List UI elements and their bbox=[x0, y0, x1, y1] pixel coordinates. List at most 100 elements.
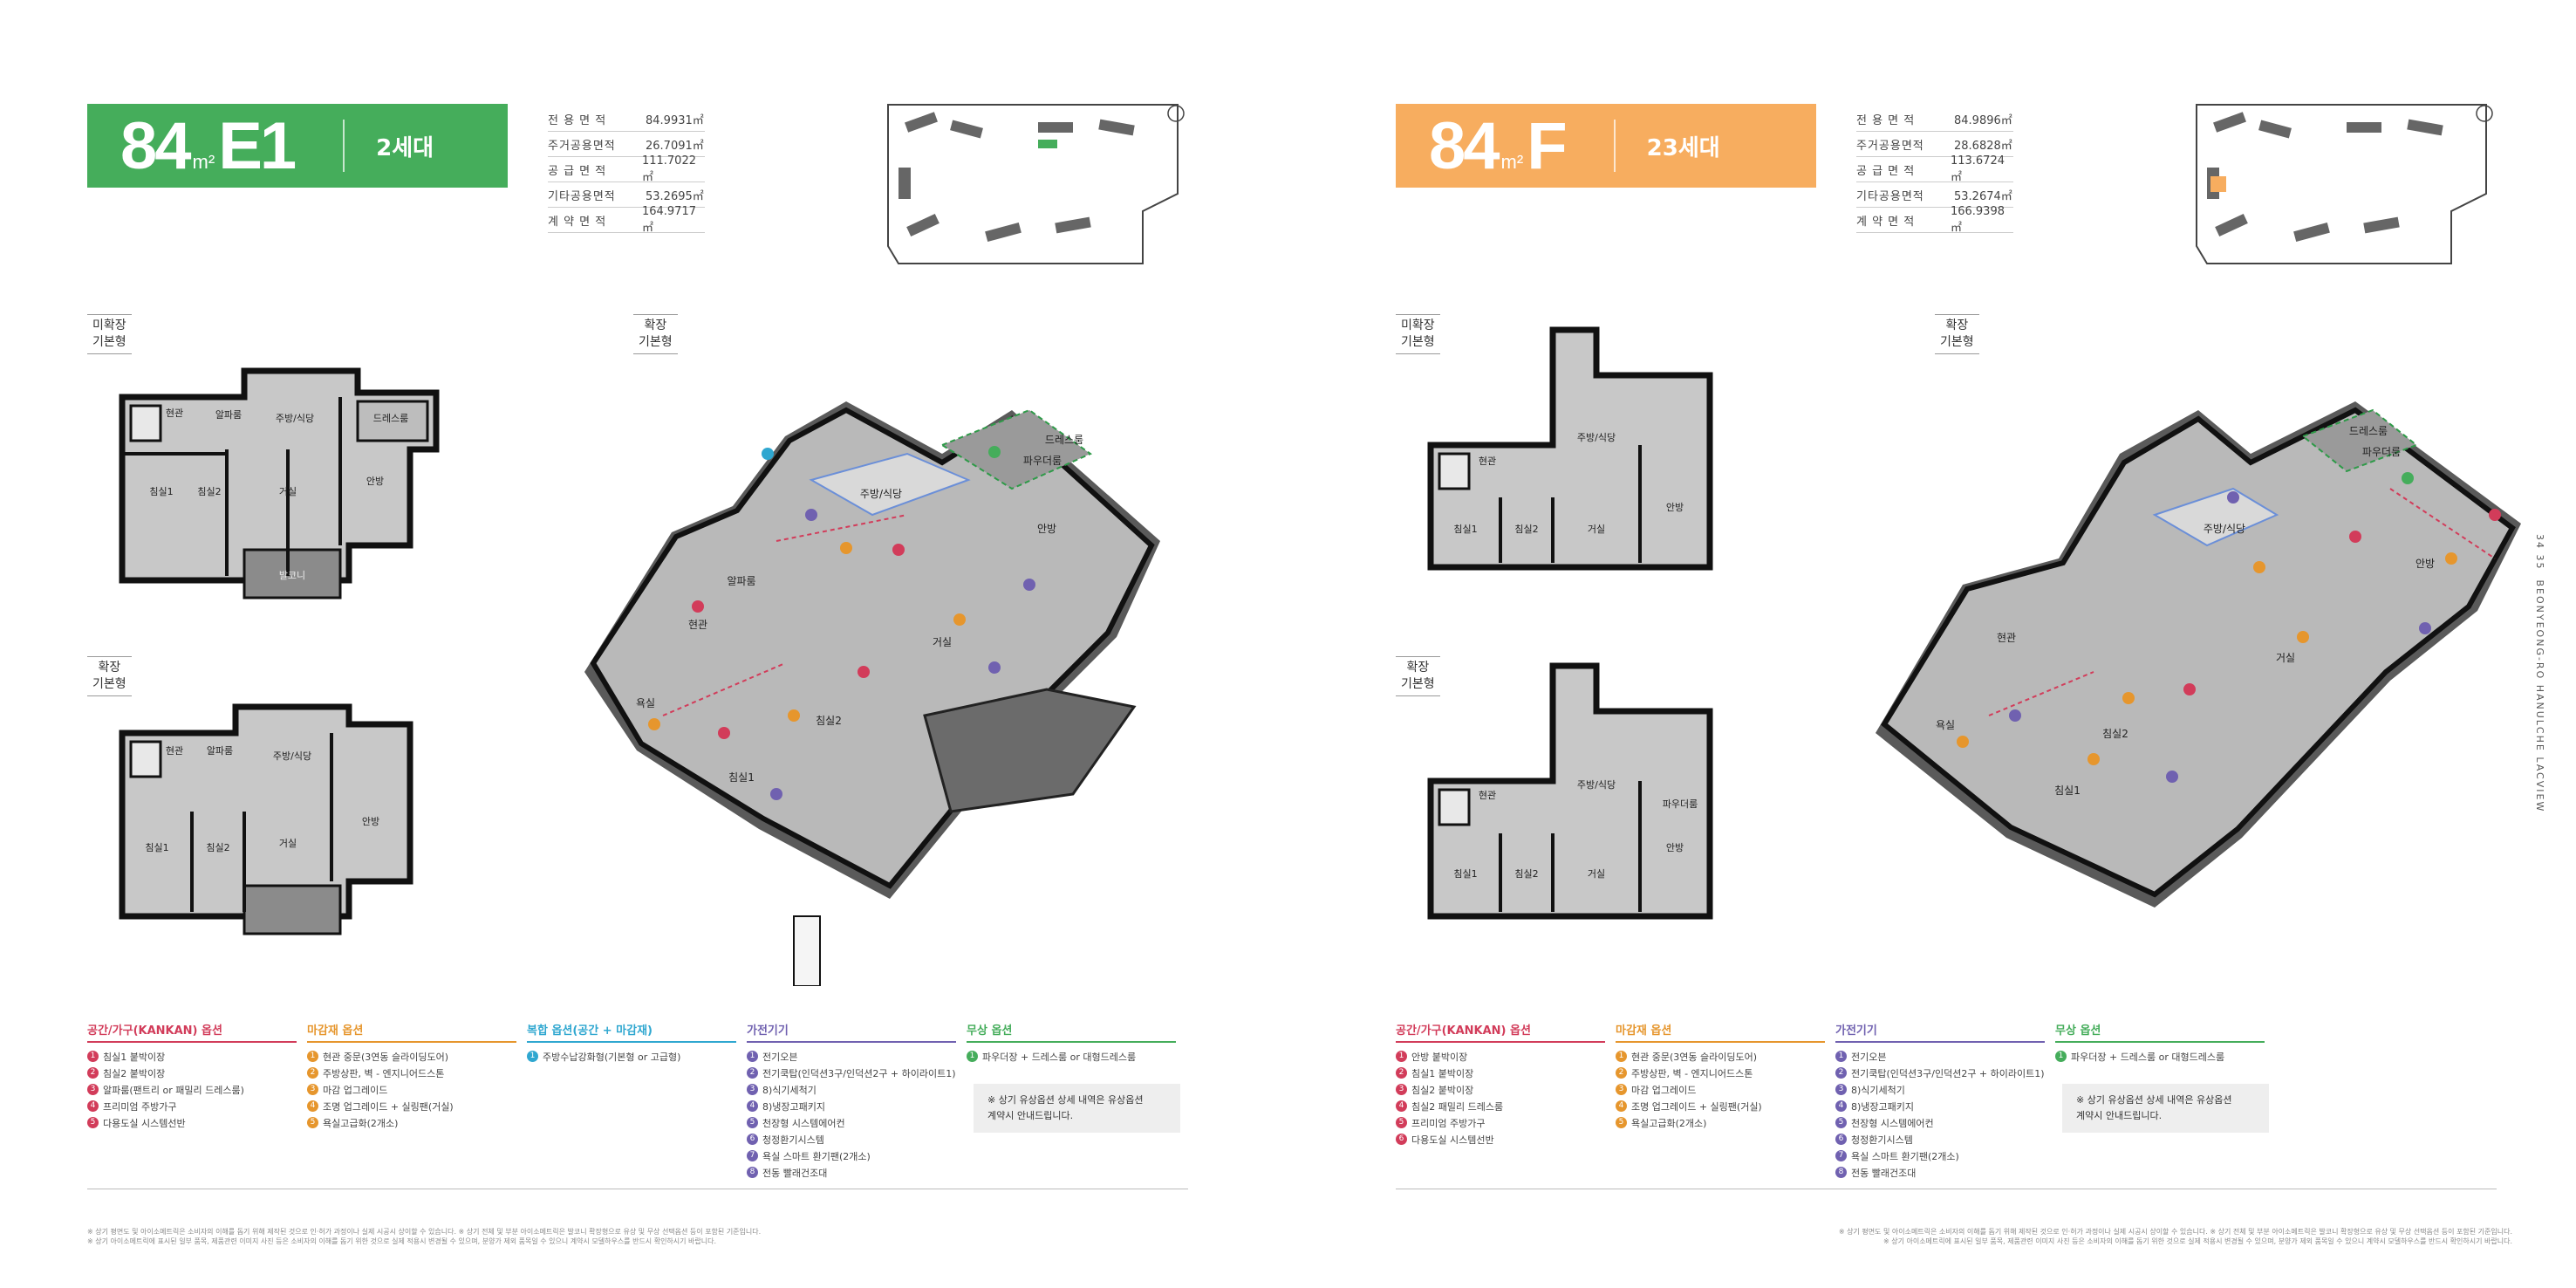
number-badge-icon: 8 bbox=[1835, 1167, 1847, 1178]
number-badge-icon: 5 bbox=[1835, 1117, 1847, 1128]
option-heading: 무상 옵션 bbox=[967, 1021, 1176, 1043]
number-badge-icon: 1 bbox=[2055, 1051, 2067, 1062]
number-badge-icon: 3 bbox=[307, 1084, 318, 1095]
number-badge-icon: 1 bbox=[87, 1051, 99, 1062]
households-f: 23세대 bbox=[1646, 134, 1720, 161]
room-label: 침실2 bbox=[206, 842, 229, 853]
room-label: 침실1 bbox=[145, 842, 168, 853]
number-badge-icon: 4 bbox=[1396, 1100, 1407, 1112]
room-label: 주방/식당 bbox=[860, 488, 902, 500]
room-label: 침실2 bbox=[816, 715, 842, 727]
number-badge-icon: 3 bbox=[1396, 1084, 1407, 1095]
number-badge-icon: 3 bbox=[87, 1084, 99, 1095]
room-label: 파우더룸 bbox=[1663, 798, 1698, 810]
room-label: 침실2 bbox=[2102, 728, 2128, 740]
room-label: 주방/식당 bbox=[2204, 523, 2245, 535]
room-label: 주방/식당 bbox=[276, 413, 314, 424]
room-label: 안방 bbox=[1037, 523, 1056, 535]
room-label: 침실2 bbox=[197, 486, 221, 497]
number-badge-icon: 8 bbox=[747, 1167, 758, 1178]
isometric-plan-e1: 드레스룸 파우더룸 주방/식당 안방 거실 침실2 침실1 욕실 현관 알파룸 bbox=[584, 401, 1160, 986]
site-key-map-e1 bbox=[887, 104, 1185, 264]
room-label: 거실 bbox=[933, 636, 952, 648]
room-label: 안방 bbox=[366, 476, 384, 487]
room-label: 안방 bbox=[362, 816, 379, 827]
number-badge-icon: 5 bbox=[1616, 1117, 1627, 1128]
room-label: 알파룸 bbox=[207, 744, 233, 757]
option-heading: 공간/가구(KANKAN) 옵션 bbox=[87, 1021, 297, 1043]
number-badge-icon: 6 bbox=[1835, 1134, 1847, 1145]
number-badge-icon: 4 bbox=[1616, 1100, 1627, 1112]
floor-plan-non-ext-f: 현관 주방/식당 침실1 침실2 거실 안방 bbox=[1427, 326, 1713, 571]
number-badge-icon: 5 bbox=[87, 1117, 99, 1128]
room-label: 욕실 bbox=[1936, 719, 1955, 731]
option-heading: 복합 옵션(공간 + 마감재) bbox=[527, 1021, 736, 1043]
room-label: 현관 bbox=[1479, 790, 1496, 801]
room-label: 침실1 bbox=[728, 771, 755, 784]
room-label: 안방 bbox=[1666, 842, 1684, 853]
room-label: 침실2 bbox=[1514, 868, 1538, 880]
badge-divider bbox=[343, 120, 345, 172]
room-label: 드레스룸 bbox=[1045, 434, 1083, 446]
number-badge-icon: 1 bbox=[967, 1051, 978, 1062]
number-badge-icon: 4 bbox=[307, 1100, 318, 1112]
room-label: 침실1 bbox=[1453, 868, 1477, 880]
number-badge-icon: 1 bbox=[1396, 1051, 1407, 1062]
room-label: 주방/식당 bbox=[1577, 779, 1616, 791]
disclaimer-left: ※ 상기 평면도 및 아이소메트릭은 소비자의 이해를 돕기 위해 제작된 것으… bbox=[87, 1228, 762, 1245]
number-badge-icon: 2 bbox=[1396, 1067, 1407, 1079]
room-label: 주방/식당 bbox=[273, 750, 311, 762]
number-badge-icon: 4 bbox=[87, 1100, 99, 1112]
room-label: 거실 bbox=[2276, 652, 2295, 664]
room-label: 현관 bbox=[1997, 632, 2016, 644]
option-heading: 공간/가구(KANKAN) 옵션 bbox=[1396, 1021, 1605, 1043]
option-heading: 마감재 옵션 bbox=[307, 1021, 516, 1043]
floor-plan-ext-f: 현관 주방/식당 침실1 침실2 거실 안방 파우더룸 bbox=[1427, 662, 1713, 920]
number-badge-icon: 3 bbox=[1616, 1084, 1627, 1095]
room-label: 발코니 bbox=[279, 570, 305, 581]
floor-plan-non-ext-e1: 현관 알파룸 주방/식당 드레스룸 침실1 침실2 거실 안방 발코니 bbox=[119, 367, 440, 599]
